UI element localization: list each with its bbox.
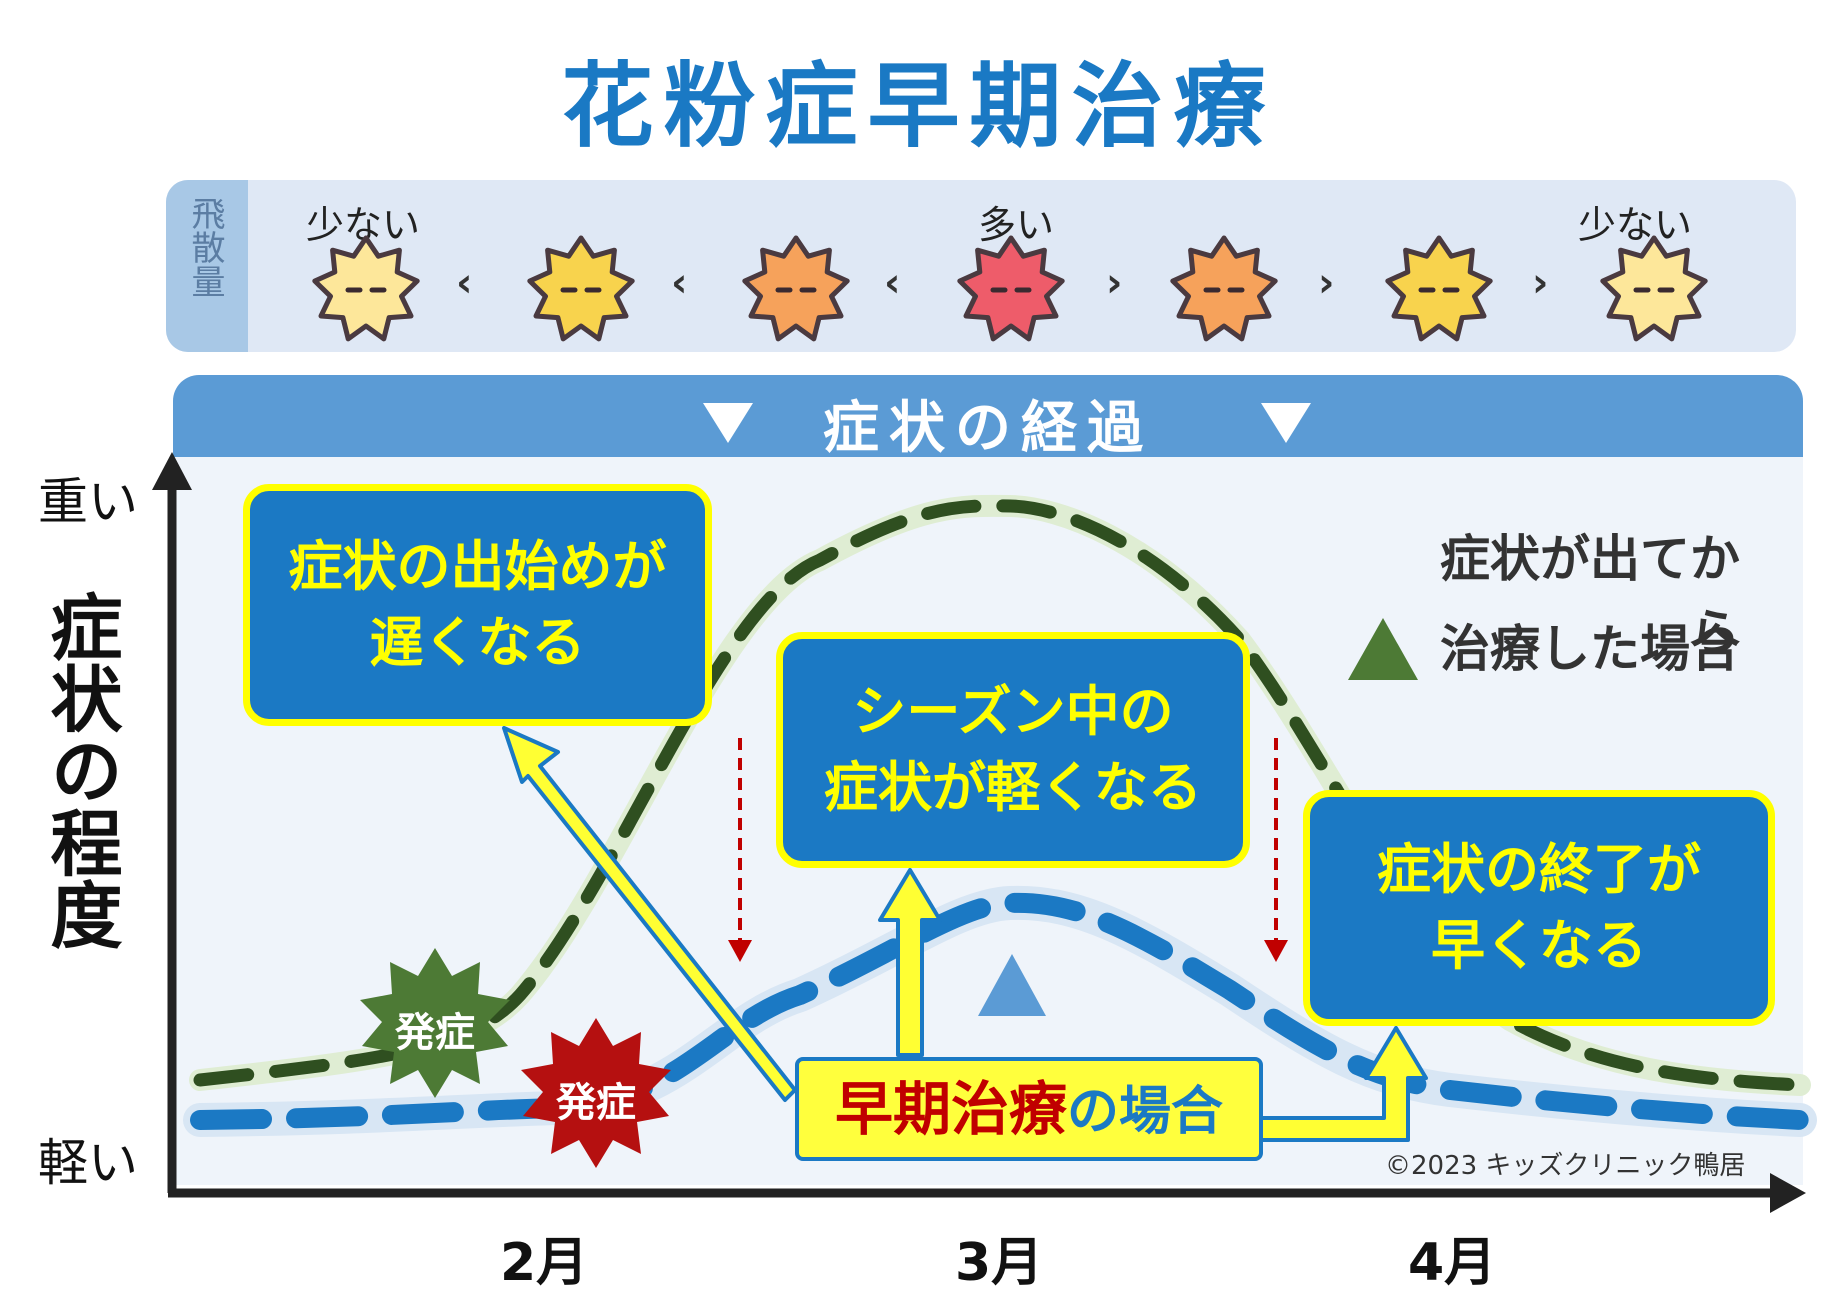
greater-than-symbol: › [1106,260,1123,306]
pollen-label-high: 多い [978,203,1055,247]
early-treatment-sub: の場合 [1067,1082,1224,1142]
pollen-label-low-right: 少ない [1578,203,1693,247]
callout-line: シーズン中の [852,680,1174,743]
arrow-head-icon [728,940,752,962]
arrow-to-early-end [1256,1026,1428,1142]
pollen-side-label: 飛散量 [185,196,225,298]
month-label: 3月 [955,1233,1044,1293]
greater-than-symbol: › [1532,260,1549,306]
arrow-to-late-onset [502,726,797,1102]
month-label: 2月 [500,1233,589,1293]
callout-line: 症状が軽くなる [824,756,1202,819]
y-axis-bottom-label: 軽い [38,1134,138,1192]
greater-than-symbol: › [1318,260,1335,306]
onset-burst-green-icon [360,948,510,1098]
pollen-pale-icon [312,235,420,342]
symptom-course-header: 症状の経過 [173,375,1803,461]
early-treatment-main: 早期治療 [834,1075,1067,1143]
after-symptoms-curve [193,499,1807,1092]
legend-after-line-2: 治療した場合 [1440,620,1740,678]
less-than-symbol: ‹ [456,260,473,306]
pollen-side-tab: 飛散量 [166,180,248,352]
callout-line: 症状の出始めが [288,535,667,598]
callout-late-onset: 症状の出始めが 遅くなる [243,484,712,726]
pollen-yellow-icon [1385,235,1493,342]
pollen-orange-icon [742,235,850,342]
callout-line: 遅くなる [369,611,586,674]
copyright-text: ©2023 キッズクリニック鴨居 [1385,1151,1746,1181]
section-label: 症状の経過 [823,396,1153,461]
page-title: 花粉症早期治療 [561,53,1276,160]
legend-after-line-1: 症状が出てから [1440,530,1740,662]
arrow-head-icon [1264,940,1288,962]
pollen-pale-icon [1600,235,1708,342]
after-symptoms-legend-triangle-icon [1348,618,1418,680]
header-triangles [703,403,1311,443]
pollen-yellow-icon [527,235,635,342]
y-axis-title: 症状の程度 [38,590,122,950]
down-triangle-icon [703,403,753,443]
pollen-red-icon [957,235,1065,342]
onset-burst-red-icon [521,1018,671,1168]
callout-early-end: 症状の終了が 早くなる [1303,790,1775,1026]
y-axis-arrow-icon [152,452,192,490]
callout-line: 早くなる [1431,914,1647,977]
less-than-symbol: ‹ [671,260,688,306]
onset-label-red: 発症 [556,1080,636,1126]
callout-milder: シーズン中の 症状が軽くなる [776,632,1250,868]
x-axis-arrow-icon [1770,1173,1806,1213]
pollen-icons-row [312,235,1708,342]
pollen-amount-band: 飛散量 少ない 多い 少ない ‹ ‹ ‹ › › › [166,180,1796,352]
pollen-orange-icon [1170,235,1278,342]
onset-label-green: 発症 [395,1010,475,1056]
month-label: 4月 [1408,1233,1497,1293]
less-than-symbol: ‹ [884,260,901,306]
early-treatment-legend-triangle-icon [978,954,1046,1016]
down-triangle-icon [1261,403,1311,443]
y-axis-top-label: 重い [38,473,138,531]
early-treatment-label-box: 早期治療の場合 [795,1057,1263,1161]
callout-line: 症状の終了が [1377,838,1701,901]
arrow-to-milder [878,868,942,1057]
